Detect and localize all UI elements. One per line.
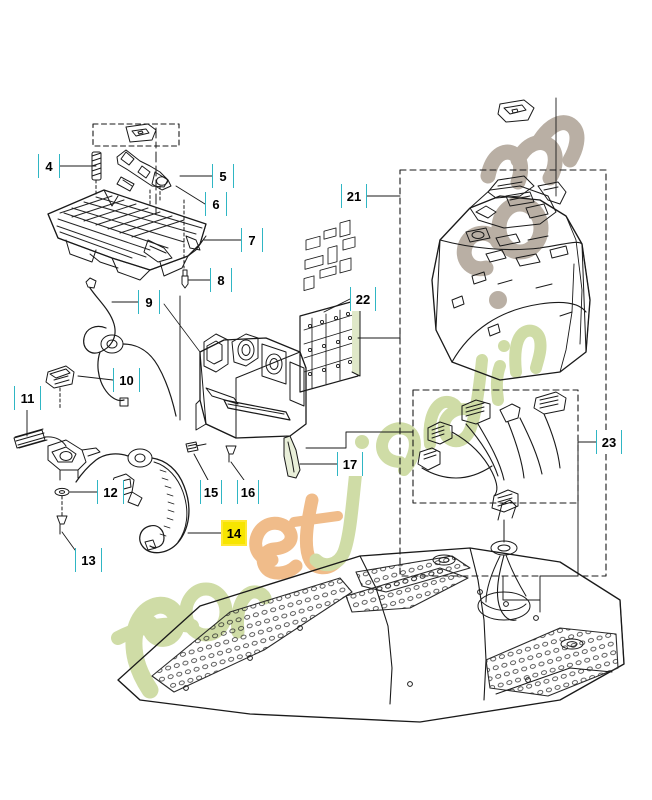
- callout-10[interactable]: 10: [113, 368, 140, 392]
- callout-9[interactable]: 9: [138, 290, 160, 314]
- callout-label-text: 15: [201, 480, 221, 504]
- part-7-grille-pan: [47, 189, 207, 281]
- part-9-cable-upper: [83, 277, 177, 417]
- callout-label-text: 9: [139, 290, 159, 314]
- callout-16[interactable]: 16: [237, 480, 259, 504]
- callout-label-text: 21: [342, 184, 366, 208]
- callout-label-text: 17: [338, 452, 362, 476]
- part-cowl-clip: [497, 99, 535, 123]
- callout-6[interactable]: 6: [205, 192, 227, 216]
- part-top-clip: [125, 123, 157, 143]
- callout-8[interactable]: 8: [210, 268, 232, 292]
- callout-7[interactable]: 7: [241, 228, 263, 252]
- part-15-sleeve: [185, 441, 207, 453]
- callout-5[interactable]: 5: [212, 164, 234, 188]
- callout-label-text: 13: [76, 548, 101, 572]
- callout-label-text: 23: [597, 430, 621, 454]
- part-floor-deck: [117, 499, 625, 723]
- part-14-cable-lower: [75, 448, 190, 554]
- callout-22[interactable]: 22: [350, 287, 376, 311]
- callout-23[interactable]: 23: [596, 430, 622, 454]
- callout-label-text: 4: [39, 154, 59, 178]
- part-13-pin: [56, 515, 76, 551]
- leader-lines: [26, 165, 597, 613]
- group-box-top: [92, 123, 180, 147]
- group-box-23: [412, 389, 579, 504]
- part-4-spring: [91, 151, 102, 197]
- callout-label-text: 12: [98, 480, 123, 504]
- part-12-bracket: [47, 439, 101, 517]
- callout-11[interactable]: 11: [14, 386, 41, 410]
- callout-label-text: 11: [15, 386, 40, 410]
- callout-15[interactable]: 15: [200, 480, 222, 504]
- part-10-clip: [45, 365, 75, 411]
- callout-label-text: 16: [238, 480, 258, 504]
- callout-label-text: 7: [242, 228, 262, 252]
- callout-12[interactable]: 12: [97, 480, 124, 504]
- part-22-pcb: [299, 219, 361, 393]
- callout-label-text: 6: [206, 192, 226, 216]
- callout-label-text: 10: [114, 368, 139, 392]
- part-17-center-housing: [195, 333, 307, 479]
- callout-4[interactable]: 4: [38, 154, 60, 178]
- callout-label-text: 14: [223, 522, 245, 544]
- callout-13[interactable]: 13: [75, 548, 102, 572]
- callout-14[interactable]: 14: [221, 520, 247, 546]
- callout-label-text: 8: [211, 268, 231, 292]
- callout-17[interactable]: 17: [337, 452, 363, 476]
- part-8-screw: [181, 199, 189, 289]
- callout-label-text: 5: [213, 164, 233, 188]
- callout-21[interactable]: 21: [341, 184, 367, 208]
- part-21-rear-cowl: [431, 175, 591, 381]
- part-23-wire-harness: [417, 391, 567, 513]
- part-11-spring-long: [13, 428, 67, 449]
- part-16-rivet: [225, 445, 237, 463]
- callout-label-text: 22: [351, 287, 375, 311]
